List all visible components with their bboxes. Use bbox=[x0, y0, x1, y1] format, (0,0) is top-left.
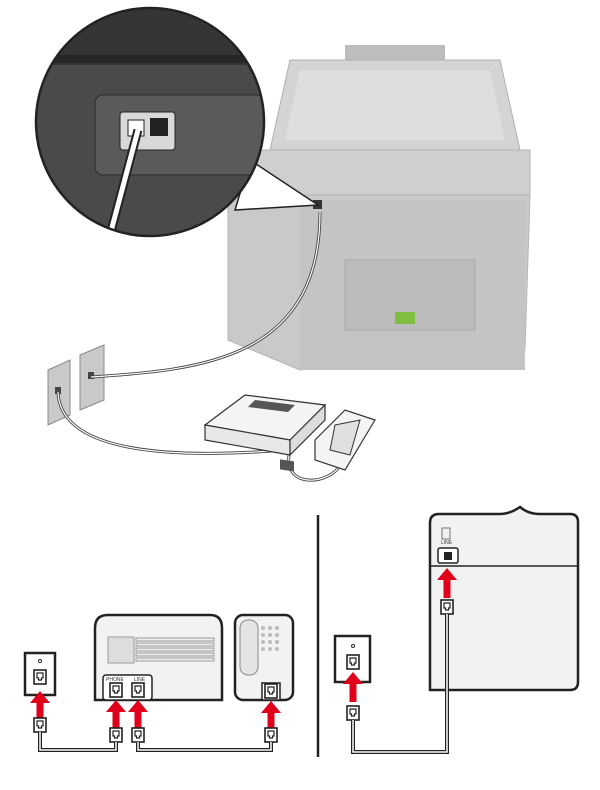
cable-plug bbox=[33, 717, 47, 733]
line-port-label: LINE bbox=[134, 677, 146, 683]
telephone-3d bbox=[314, 409, 376, 471]
cables-left bbox=[38, 732, 273, 752]
cable-plug bbox=[440, 599, 454, 615]
cable-plug bbox=[346, 705, 360, 721]
answering-machine: PHONE LINE bbox=[93, 613, 224, 702]
wall-jack-plates bbox=[47, 344, 105, 426]
arrow-to-phone-port bbox=[106, 700, 126, 730]
printer-line-label: LINE bbox=[441, 540, 453, 546]
port-closeup-magnifier bbox=[34, 6, 266, 238]
telephone bbox=[233, 613, 295, 702]
phone-port-label: PHONE bbox=[106, 677, 124, 683]
printer-side-view: LINE bbox=[428, 505, 580, 692]
wall-jack-left bbox=[23, 651, 57, 697]
arrow-to-phone bbox=[261, 701, 281, 731]
cable-plug bbox=[109, 727, 123, 743]
cable-plug bbox=[131, 727, 145, 743]
cable-plug bbox=[264, 727, 278, 743]
printer-rear-view bbox=[227, 45, 531, 371]
arrow-to-line-port bbox=[128, 700, 148, 730]
green-lever bbox=[395, 312, 415, 324]
wall-jack-right bbox=[333, 634, 372, 684]
answering-machine-3d bbox=[203, 394, 327, 472]
